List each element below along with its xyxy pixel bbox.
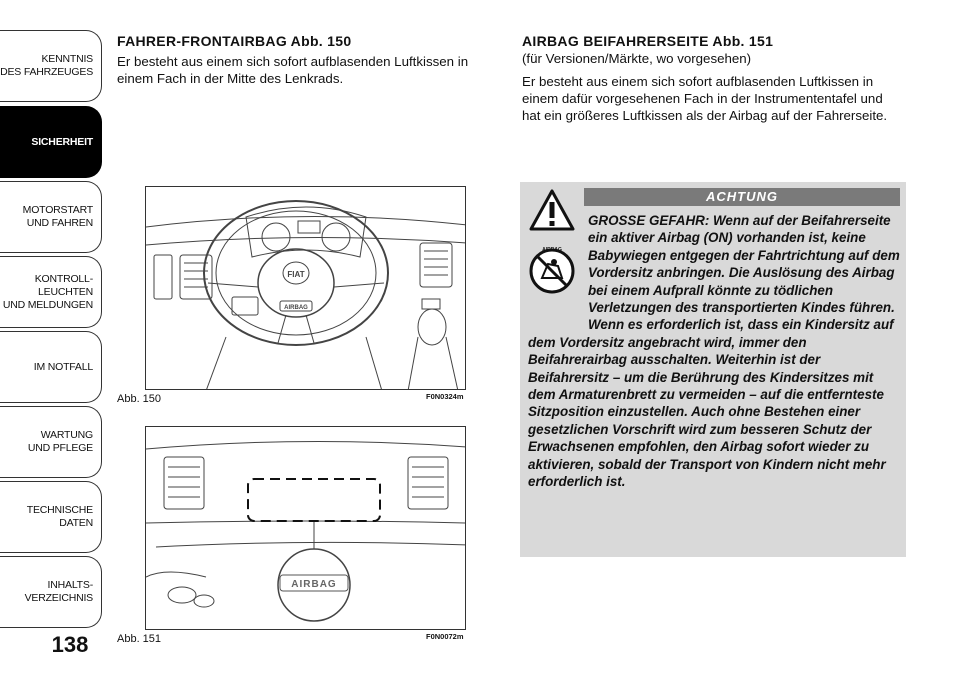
warning-heading: ACHTUNG [584, 188, 900, 206]
passenger-airbag-subheading: (für Versionen/Märkte, wo vorgesehen) [522, 51, 752, 66]
figure-151-caption: Abb. 151 [117, 633, 162, 645]
figure-150-steering-wheel: FIAT AIRBAG [145, 186, 466, 390]
warning-triangle-icon [529, 189, 575, 231]
no-child-seat-airbag-icon: AIRBAG [529, 247, 575, 294]
tab-inhaltsverzeichnis[interactable]: INHALTS- VERZEICHNIS [0, 556, 102, 628]
tab-technische-daten[interactable]: TECHNISCHE DATEN [0, 481, 102, 553]
passenger-airbag-section: AIRBAG BEIFAHRERSEITE Abb. 151 (für Vers… [522, 33, 902, 128]
figure-151-passenger-dashboard: AIRBAG [145, 426, 466, 630]
tab-motorstart-und-fahren[interactable]: MOTORSTART UND FAHREN [0, 181, 102, 253]
passenger-dashboard-illustration: AIRBAG [146, 440, 465, 622]
figure-150-caption: Abb. 150 [117, 393, 162, 405]
icon-airbag-label: AIRBAG [542, 247, 562, 253]
tab-im-notfall[interactable]: IM NOTFALL [0, 331, 102, 403]
tab-wartung-und-pflege[interactable]: WARTUNG UND PFLEGE [0, 406, 102, 478]
passenger-airbag-body: Er besteht aus einem sich sofort aufblas… [522, 74, 888, 123]
page-number: 138 [51, 632, 89, 657]
warning-box: ACHTUNG AIRBAG GROSSE GEFAHR: Wenn auf d… [520, 182, 906, 557]
zoom-airbag-label: AIRBAG [291, 579, 336, 590]
figure-151-code: F0N0072m [426, 632, 464, 641]
horn-logo-text: FIAT [287, 270, 304, 279]
driver-airbag-heading: FAHRER-FRONTAIRBAG Abb. 150 [117, 33, 352, 49]
steering-wheel-illustration: FIAT AIRBAG [146, 200, 465, 389]
warning-text: GROSSE GEFAHR: Wenn auf der Beifahrersei… [528, 213, 900, 490]
tab-kontrollleuchten[interactable]: KONTROLL- LEUCHTEN UND MELDUNGEN [0, 256, 102, 328]
driver-airbag-body: Er besteht aus einem sich sofort aufblas… [117, 54, 469, 86]
chapter-tabs: KENNTNIS DES FAHRZEUGES SICHERHEIT MOTOR… [0, 0, 102, 640]
wheel-airbag-badge-text: AIRBAG [284, 305, 308, 311]
passenger-airbag-heading: AIRBAG BEIFAHRERSEITE Abb. 151 [522, 33, 774, 49]
driver-airbag-section: FAHRER-FRONTAIRBAG Abb. 150 Er besteht a… [117, 33, 477, 91]
figure-150-code: F0N0324m [426, 392, 464, 401]
tab-kenntnis-des-fahrzeuges[interactable]: KENNTNIS DES FAHRZEUGES [0, 30, 102, 102]
tab-sicherheit[interactable]: SICHERHEIT [0, 106, 102, 178]
